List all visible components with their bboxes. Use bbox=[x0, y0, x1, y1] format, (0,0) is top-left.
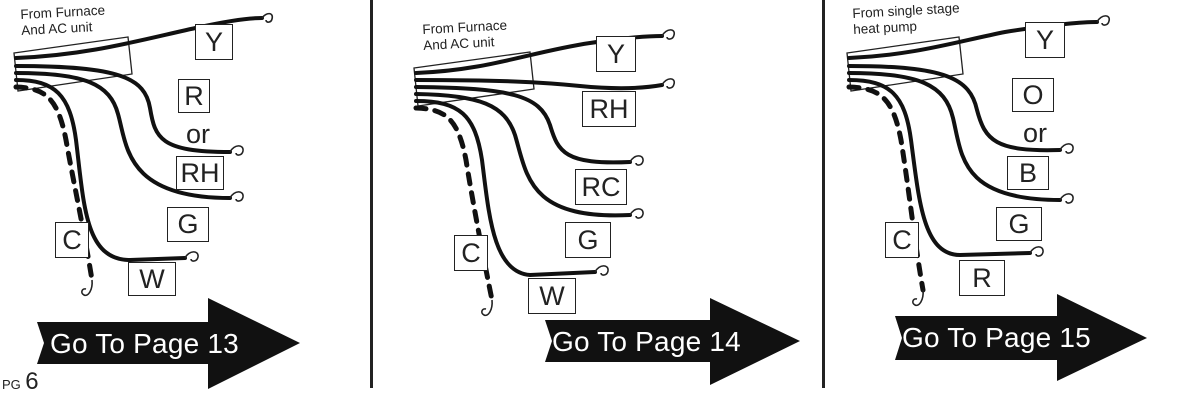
wire-hook-y bbox=[261, 12, 274, 23]
goto-arrow-shape[interactable] bbox=[545, 298, 800, 385]
wire-w bbox=[414, 99, 597, 278]
wire-hook-w bbox=[594, 265, 609, 276]
wire-g bbox=[847, 71, 1062, 202]
terminal-label-rc: RC bbox=[575, 169, 627, 205]
terminal-label-y: Y bbox=[1025, 22, 1065, 58]
goto-page-15-label[interactable]: Go To Page 15 bbox=[902, 322, 1091, 353]
terminal-label-c: C bbox=[454, 235, 488, 271]
wire-hook-rc bbox=[629, 155, 644, 166]
wire-hook-rh bbox=[229, 145, 244, 156]
wire-y bbox=[14, 16, 264, 60]
terminal-label-g: G bbox=[167, 207, 209, 242]
wire-hook-g bbox=[229, 191, 244, 202]
wiring-diagram-3 bbox=[846, 15, 1147, 381]
wiring-diagram-1 bbox=[13, 12, 300, 389]
wire-y bbox=[414, 34, 664, 75]
panel-go-to-page-14: From Furnace And AC unit Y RH RC G C W G… bbox=[400, 0, 820, 402]
panel-divider-2 bbox=[822, 0, 825, 388]
terminal-label-r: R bbox=[959, 260, 1005, 296]
terminal-label-g: G bbox=[996, 207, 1042, 241]
terminal-label-b: B bbox=[1007, 156, 1049, 190]
wire-hook-g bbox=[629, 208, 644, 219]
wiring-diagram-2 bbox=[413, 29, 800, 385]
terminal-label-w: W bbox=[528, 278, 576, 314]
goto-page-13-label[interactable]: Go To Page 13 bbox=[50, 328, 239, 359]
terminal-label-g: G bbox=[565, 222, 611, 258]
wire-hook-c bbox=[912, 289, 924, 307]
wire-rh bbox=[414, 78, 664, 91]
source-label: From single stage heat pump bbox=[852, 0, 961, 38]
terminal-label-r: R bbox=[178, 79, 210, 113]
wire-hook-b bbox=[1059, 143, 1074, 154]
wire-o-b bbox=[847, 64, 1062, 153]
terminal-label-w: W bbox=[128, 262, 176, 296]
wire-hook-r bbox=[1029, 246, 1044, 257]
wire-hook-g bbox=[1059, 193, 1074, 204]
wire-y bbox=[847, 20, 1099, 60]
source-label: From Furnace And AC unit bbox=[20, 3, 106, 39]
source-label: From Furnace And AC unit bbox=[422, 18, 508, 54]
panel-divider-1 bbox=[370, 0, 373, 388]
terminal-label-c: C bbox=[55, 222, 89, 258]
terminal-label-y: Y bbox=[596, 36, 636, 72]
wire-hook-c bbox=[481, 299, 493, 317]
page-number: PG 6 bbox=[2, 368, 39, 396]
wire-r bbox=[847, 78, 1032, 258]
wire-hook-c bbox=[81, 279, 93, 297]
panel-go-to-page-15: From single stage heat pump Y O or B G C… bbox=[835, 0, 1180, 402]
wire-hook-rh bbox=[661, 78, 676, 89]
panel-go-to-page-13: From Furnace And AC unit Y R or RH G C W… bbox=[0, 0, 370, 402]
goto-arrow-shape[interactable] bbox=[37, 298, 300, 389]
goto-page-14-label[interactable]: Go To Page 14 bbox=[552, 326, 741, 357]
goto-arrow-shape[interactable] bbox=[895, 294, 1147, 381]
wire-c bbox=[846, 84, 926, 293]
wire-hook-y bbox=[661, 29, 676, 40]
wire-hook-y bbox=[1096, 15, 1111, 26]
page-number-prefix: PG bbox=[2, 377, 21, 392]
or-label: or bbox=[186, 119, 211, 149]
or-label: or bbox=[1023, 118, 1048, 148]
wire-hook-w bbox=[184, 251, 199, 262]
wire-r-rh bbox=[14, 64, 232, 154]
wire-w bbox=[14, 78, 187, 263]
wire-rc bbox=[414, 85, 632, 165]
terminal-label-rh: RH bbox=[176, 156, 224, 190]
terminal-label-y: Y bbox=[195, 24, 233, 60]
terminal-label-c: C bbox=[885, 222, 919, 258]
terminal-label-o: O bbox=[1012, 78, 1054, 112]
wire-g bbox=[414, 92, 632, 218]
wire-g bbox=[14, 71, 232, 200]
wire-c bbox=[413, 105, 495, 303]
terminal-label-rh: RH bbox=[582, 91, 636, 127]
page-number-value: 6 bbox=[25, 368, 39, 395]
